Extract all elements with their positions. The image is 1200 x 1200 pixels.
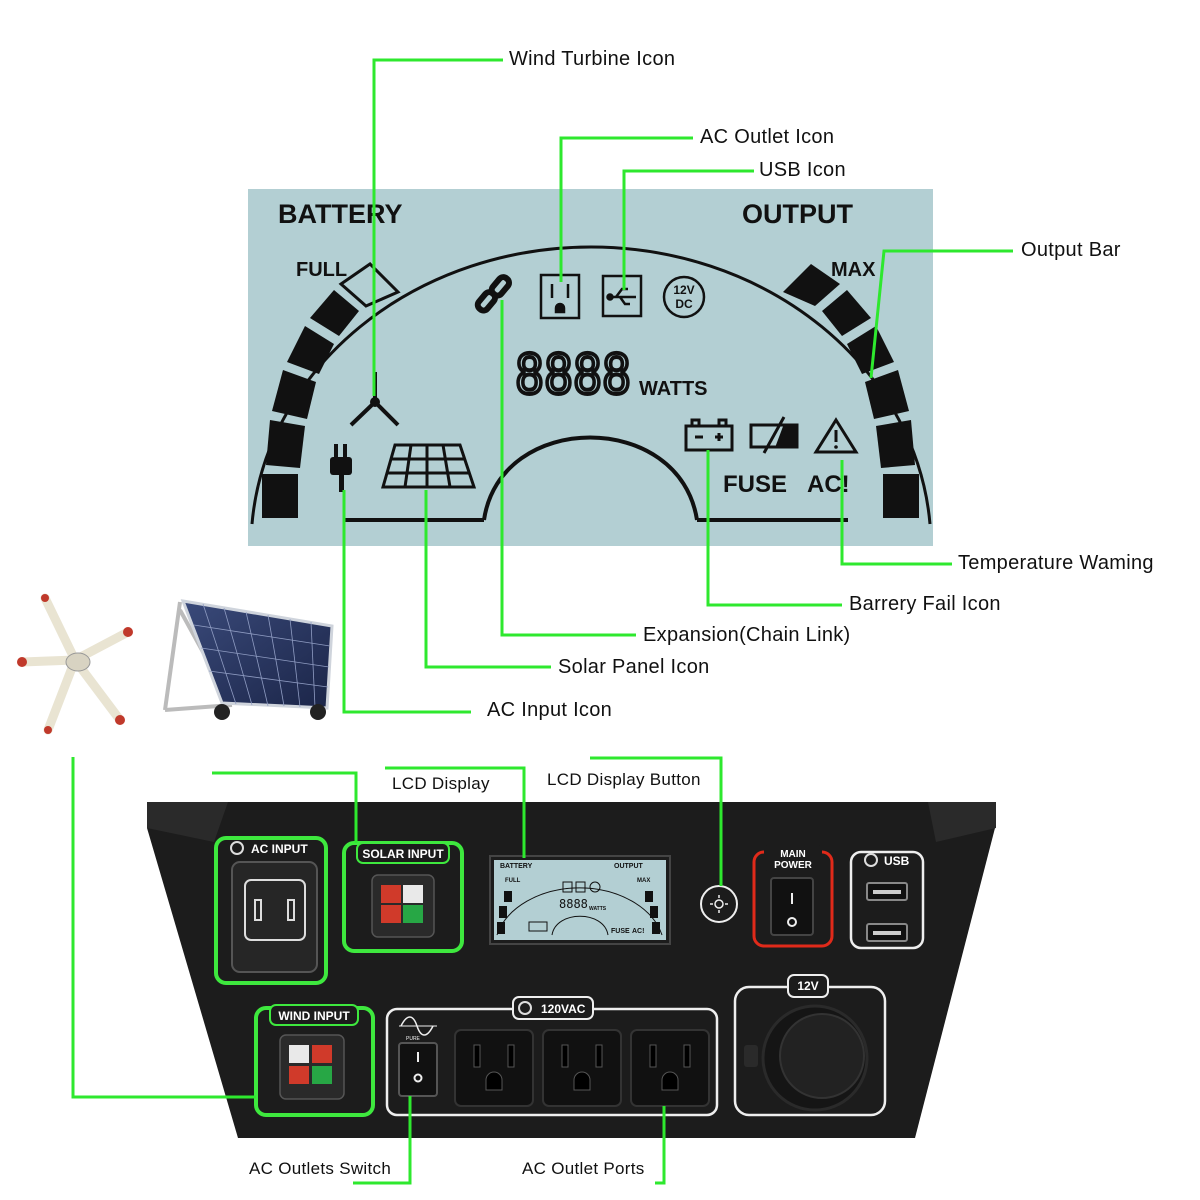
main-power-line2: POWER (774, 860, 813, 871)
output-segment (876, 420, 915, 468)
mini-full-label: FULL (505, 878, 521, 884)
callout-battery-fail-icon: Barrery Fail Icon (849, 593, 1001, 615)
lcd-watts-label: WATTS (639, 378, 708, 400)
panel-leader-lines (71, 756, 723, 1185)
callout-solar-panel-icon: Solar Panel Icon (558, 656, 710, 678)
leader-ac-ports (655, 1106, 666, 1185)
lcd-digits: 8888 (515, 343, 631, 406)
dc-badge-line1: 12V (673, 283, 694, 297)
lcd-inner-arch (482, 435, 699, 521)
ac-input-label: AC INPUT (251, 842, 308, 856)
leader-usb (622, 169, 754, 290)
dc-12v-label: 12V (797, 979, 818, 993)
leader-ac-switch (353, 1096, 412, 1185)
dc-12v-badge: 12V DC (662, 275, 706, 319)
leader-temperature (840, 460, 952, 566)
wind-input-label: WIND INPUT (278, 1009, 350, 1023)
ac-outlet-port-1[interactable] (454, 1029, 534, 1107)
output-segment (865, 370, 909, 419)
leader-ac-input (342, 490, 471, 714)
mini-watts-label: WATTS (589, 906, 607, 912)
output-bar (783, 264, 919, 518)
battery-segment (262, 474, 298, 518)
battery-segment (310, 290, 359, 336)
mini-output-label: OUTPUT (614, 863, 644, 870)
chain-link-icon (474, 274, 512, 314)
ac-outlet-port-3[interactable] (630, 1029, 710, 1107)
callout-output-bar: Output Bar (1021, 239, 1121, 261)
usb-led (864, 853, 878, 867)
solar-input-label: SOLAR INPUT (362, 847, 444, 861)
leader-lcd-button (590, 756, 723, 886)
usb-block (849, 850, 925, 950)
output-segment (883, 474, 919, 518)
ac-input-port[interactable] (231, 861, 318, 973)
lcd-display-button[interactable] (700, 885, 738, 923)
battery-segment-outline (338, 262, 401, 308)
leader-wind-input (71, 757, 256, 1099)
sine-wave-icon (399, 1016, 437, 1036)
battery-bar (262, 262, 401, 518)
wind-turbine-photo (17, 593, 133, 735)
battery-segment (272, 370, 316, 419)
ac-outlet-port-2[interactable] (542, 1029, 622, 1107)
lcd-battery-label: BATTERY (278, 199, 403, 229)
lcd-fuse-label: FUSE (723, 471, 787, 498)
callout-temperature-warning: Temperature Waming (958, 552, 1154, 574)
usb-label: USB (884, 854, 910, 868)
sun-icon (714, 899, 724, 909)
leader-solar-input (212, 771, 358, 843)
ac-outlets-switch[interactable] (398, 1042, 438, 1097)
output-segment (822, 290, 871, 336)
mini-fuse-label: FUSE (611, 928, 630, 935)
battery-segment (266, 420, 305, 468)
fuse-icon (749, 416, 799, 454)
callout-lcd-display-button: LCD Display Button (547, 770, 701, 789)
callout-lcd-display: LCD Display (392, 774, 490, 793)
battery-segment (287, 326, 334, 374)
lcd-max-label: MAX (831, 259, 876, 281)
ac-led (518, 1001, 532, 1015)
solar-panel-photo (163, 599, 334, 720)
warning-triangle-icon (813, 417, 859, 454)
leader-wind (372, 58, 503, 396)
dc-badge-line2: DC (675, 297, 693, 311)
leader-lcd-display (385, 766, 526, 858)
mini-ac-label: AC! (632, 928, 644, 935)
mini-lcd-screen (494, 860, 666, 940)
mini-digits: 8888 (559, 897, 588, 911)
control-panel: AC INPUT SOLAR INPUT BATTERY OUTPUT FULL… (147, 802, 996, 1138)
mini-battery-label: BATTERY (500, 863, 533, 870)
main-power-line1: MAIN (780, 849, 806, 860)
lcd-output-label: OUTPUT (742, 199, 854, 229)
output-segment (783, 264, 840, 306)
lcd-screen (248, 189, 933, 546)
callout-ac-outlet-ports: AC Outlet Ports (522, 1159, 645, 1178)
lcd-large: 12V DC 8888 WATTS BATTERY OUT (248, 189, 933, 546)
callout-expansion-chain-link: Expansion(Chain Link) (643, 624, 851, 646)
lcd-full-label: FULL (296, 259, 347, 281)
ac-input-led (230, 841, 244, 855)
callout-usb-icon: USB Icon (759, 159, 846, 181)
ac-120-label: 120VAC (541, 1002, 586, 1016)
pure-label: PURE (406, 1036, 421, 1042)
leader-lines (342, 58, 1013, 714)
usb-icon (601, 274, 643, 318)
leader-battery-fail (706, 450, 842, 607)
callout-ac-outlet-icon: AC Outlet Icon (700, 126, 835, 148)
leader-output-bar (869, 249, 1013, 379)
mini-max-label: MAX (637, 878, 650, 884)
leader-chain (500, 300, 636, 637)
ac-input-highlight (214, 836, 328, 985)
output-segment (847, 326, 894, 374)
callout-wind-turbine-icon: Wind Turbine Icon (509, 48, 676, 70)
leader-solar (424, 490, 551, 669)
solar-panel-icon (381, 443, 477, 489)
main-power-switch[interactable] (770, 877, 814, 936)
callout-ac-outlets-switch: AC Outlets Switch (249, 1159, 392, 1178)
callout-ac-input-icon: AC Input Icon (487, 699, 613, 721)
ac-plug-icon (330, 444, 352, 492)
leader-ac-outlet (559, 136, 693, 282)
